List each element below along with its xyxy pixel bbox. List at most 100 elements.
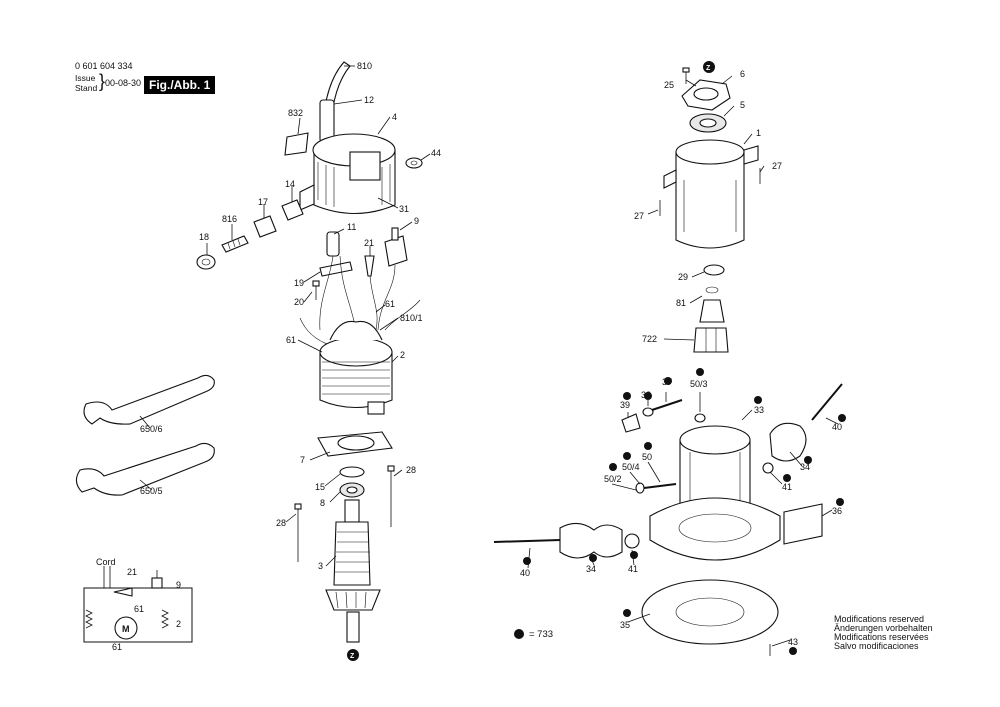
knob-18 xyxy=(196,254,216,270)
callout-18: 18 xyxy=(199,232,209,242)
callout-61-left: 61 xyxy=(286,335,296,345)
callout-81: 81 xyxy=(676,298,686,308)
housing-tab-right xyxy=(743,145,759,165)
schematic-switch xyxy=(151,577,163,589)
callout-3: 3 xyxy=(318,561,323,571)
schematic-connector xyxy=(113,587,133,597)
schematic-resistor-left xyxy=(85,609,93,629)
plate-19 xyxy=(319,261,353,277)
ring-81 xyxy=(705,286,719,294)
callout-21: 21 xyxy=(364,238,374,248)
ring-15 xyxy=(339,466,365,478)
callout-numbers: 810 12 832 4 44 14 17 816 18 31 9 11 21 … xyxy=(96,61,842,652)
label-36 xyxy=(783,503,823,545)
field-windings xyxy=(322,361,390,395)
wing-39 xyxy=(621,413,641,433)
callout-35: 35 xyxy=(620,620,630,630)
wiring-schematic xyxy=(83,566,193,643)
callout-8: 8 xyxy=(320,498,325,508)
callout-11: 11 xyxy=(347,222,356,232)
callout-17: 17 xyxy=(258,197,268,207)
z-marker-left xyxy=(347,649,359,661)
motor-cap-ribs xyxy=(317,162,391,207)
bush-17 xyxy=(253,215,277,238)
rod-40-right xyxy=(811,383,843,421)
wrench-650-6 xyxy=(83,374,215,425)
collet-nut xyxy=(693,327,729,353)
callout-50-4: 50/4 xyxy=(622,462,640,472)
callout-33: 33 xyxy=(754,405,764,415)
callout-2: 2 xyxy=(400,350,405,360)
leader-lines xyxy=(139,65,839,647)
label-plate-832 xyxy=(284,132,309,156)
stand-label: Stand xyxy=(75,83,98,93)
handle-34-left xyxy=(559,522,623,559)
callout-6: 6 xyxy=(740,69,745,79)
callout-28-right: 28 xyxy=(406,465,416,475)
washer-41-right xyxy=(762,462,774,474)
switch-toggle xyxy=(391,227,399,241)
schematic-resistor-right xyxy=(161,609,169,629)
z-marker-right xyxy=(703,61,715,73)
ring-29 xyxy=(703,264,725,276)
screw-25 xyxy=(682,67,690,73)
callout-810: 810 xyxy=(357,61,372,71)
callout-31: 31 xyxy=(399,204,409,214)
field-coil-top xyxy=(329,320,383,341)
schematic-cord-label: Cord xyxy=(96,557,116,567)
collet-722 xyxy=(699,299,725,323)
callout-50: 50 xyxy=(642,452,652,462)
armature-3 xyxy=(333,521,371,586)
armature-commutator xyxy=(344,499,360,523)
rod-40-left xyxy=(493,539,561,543)
screw-37 xyxy=(651,399,683,411)
brace: } xyxy=(99,71,106,91)
callout-5: 5 xyxy=(740,100,745,110)
callout-15: 15 xyxy=(315,482,325,492)
armature-shaft xyxy=(346,611,360,643)
svg-text:Z: Z xyxy=(350,653,355,660)
callout-39: 39 xyxy=(620,400,630,410)
wires xyxy=(319,255,396,331)
callout-28-left: 28 xyxy=(276,518,286,528)
nut-44 xyxy=(405,157,423,169)
motor-symbol xyxy=(114,616,138,640)
callout-61-top: 61 xyxy=(385,299,395,309)
callout-34-left: 34 xyxy=(586,564,596,574)
callout-20: 20 xyxy=(294,297,304,307)
part-number: 0 601 604 334 xyxy=(75,61,133,71)
callout-14: 14 xyxy=(285,179,295,189)
legend-text: = 733 xyxy=(529,629,554,640)
callout-41-right: 41 xyxy=(782,482,792,492)
screw-816 xyxy=(221,235,249,253)
screw-50 xyxy=(643,483,677,489)
svg-text:Z: Z xyxy=(706,65,711,72)
figure-label: Fig./Abb. 1 xyxy=(144,76,216,94)
callout-722: 722 xyxy=(642,334,657,344)
callout-19: 19 xyxy=(294,278,304,288)
callout-1: 1 xyxy=(756,128,761,138)
callout-40-left: 40 xyxy=(520,568,530,578)
switch-pocket xyxy=(349,151,381,181)
housing-tab-left xyxy=(663,169,677,189)
callout-27-left: 27 xyxy=(634,211,644,221)
notice-line-2: Änderungen vorbehalten xyxy=(834,623,933,633)
legend-dot xyxy=(514,629,524,639)
callout-650-6: 650/6 xyxy=(140,424,163,434)
clamp-11 xyxy=(326,231,340,257)
schematic-label-21: 21 xyxy=(127,567,137,577)
washer-38 xyxy=(642,407,654,417)
callout-44: 44 xyxy=(431,148,441,158)
schematic-motor-label: M xyxy=(122,624,130,634)
sub-base-35 xyxy=(641,579,779,645)
callout-816: 816 xyxy=(222,214,237,224)
cap-side-boss xyxy=(299,184,315,211)
schematic-label-9: 9 xyxy=(176,580,181,590)
wrench-650-5 xyxy=(75,442,215,496)
armature-fan xyxy=(325,589,381,611)
callout-37: 37 xyxy=(662,377,672,387)
schematic-label-61b: 61 xyxy=(112,642,122,652)
callout-9: 9 xyxy=(414,216,419,226)
